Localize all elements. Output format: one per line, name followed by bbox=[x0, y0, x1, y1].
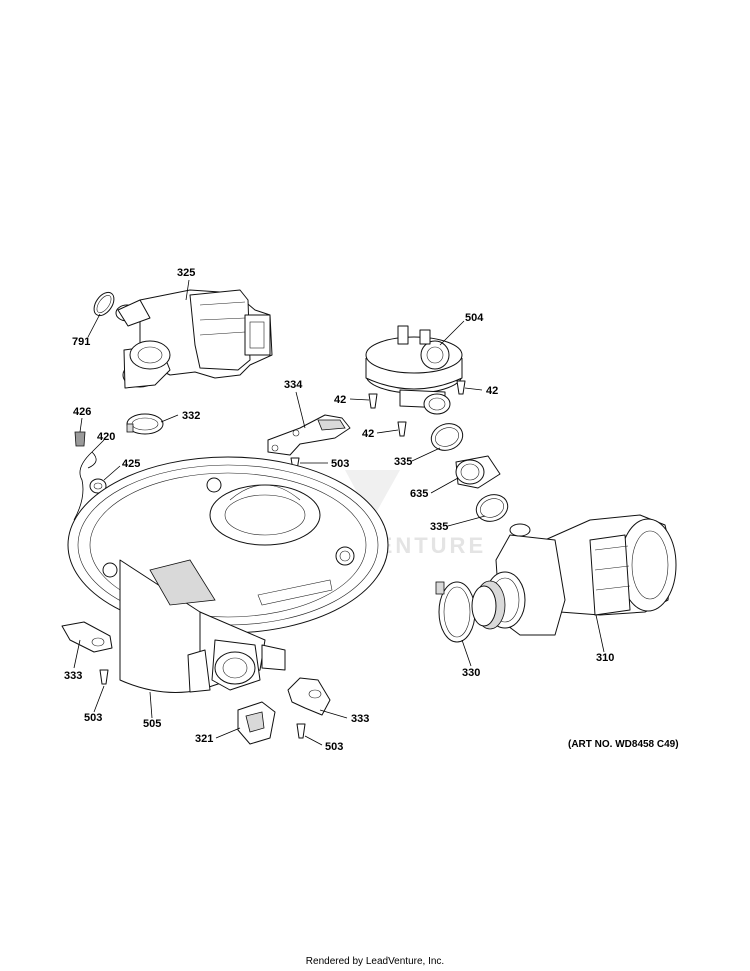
sump-housing-505 bbox=[67, 456, 389, 693]
hose-and-clamps bbox=[430, 423, 509, 522]
circulation-pump-310 bbox=[471, 514, 677, 636]
label-333-b: 333 bbox=[351, 713, 369, 725]
label-321: 321 bbox=[195, 733, 213, 745]
label-426: 426 bbox=[73, 406, 91, 418]
label-310: 310 bbox=[596, 652, 614, 664]
part-labels: 325 791 504 334 42 42 42 426 332 420 425… bbox=[64, 267, 614, 753]
label-425: 425 bbox=[122, 458, 140, 470]
label-334: 334 bbox=[284, 379, 303, 391]
label-503-a: 503 bbox=[331, 458, 349, 470]
screws-503 bbox=[99, 457, 306, 739]
bracket-334 bbox=[267, 414, 351, 456]
drain-pump-325 bbox=[115, 289, 273, 389]
label-503-b: 503 bbox=[84, 712, 102, 724]
sensor-321 bbox=[237, 701, 276, 745]
o-ring-791 bbox=[93, 291, 115, 317]
label-635: 635 bbox=[410, 488, 428, 500]
label-42-c: 42 bbox=[362, 428, 374, 440]
label-42-a: 42 bbox=[334, 394, 346, 406]
label-335-a: 335 bbox=[394, 456, 412, 468]
label-330: 330 bbox=[462, 667, 480, 679]
label-42-b: 42 bbox=[486, 385, 498, 397]
label-333-a: 333 bbox=[64, 670, 82, 682]
small-parts-left bbox=[73, 413, 164, 521]
manifold-504 bbox=[365, 325, 463, 415]
label-503-c: 503 bbox=[325, 741, 343, 753]
label-505: 505 bbox=[143, 718, 161, 730]
label-420: 420 bbox=[97, 431, 115, 443]
bracket-333 bbox=[61, 621, 331, 716]
footer-credit: Rendered by LeadVenture, Inc. bbox=[305, 956, 445, 967]
screws-42 bbox=[368, 380, 466, 437]
label-791: 791 bbox=[72, 336, 90, 348]
label-504: 504 bbox=[465, 312, 484, 324]
leader-lines bbox=[73, 279, 605, 746]
clamp-330 bbox=[435, 581, 476, 643]
art-number: (ART NO. WD8458 C49) bbox=[568, 739, 679, 750]
label-332: 332 bbox=[182, 410, 200, 422]
label-335-b: 335 bbox=[430, 521, 448, 533]
label-325: 325 bbox=[177, 267, 195, 279]
